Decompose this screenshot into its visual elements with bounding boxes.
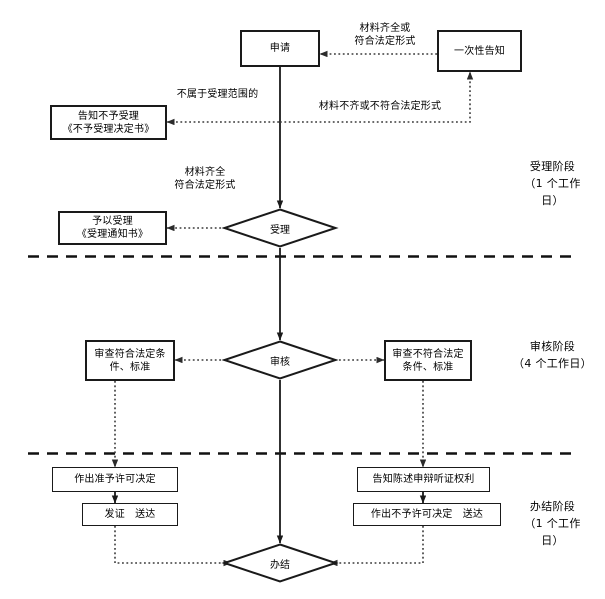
node-review-pass[interactable]: 审查符合法定条 件、标准 [85,340,175,381]
edge-issue-to-finish [114,526,232,567]
edge-label-materials-incomplete: 材料不齐或不符合法定形式 [318,101,442,112]
node-acceptance-decision[interactable]: 受理 [221,208,339,248]
node-permit-approved[interactable]: 作出准予许可决定 [52,467,178,492]
stage-completion-duration: （1 个工作 日） [524,517,581,547]
node-apply-label: 申请 [269,43,291,54]
node-notify-no-acceptance-label: 告知不予受理 《不予受理决定书》 [62,110,155,135]
node-review-decision[interactable]: 审核 [221,340,339,380]
stage-label-acceptance: 受理阶段 （1 个工作 日） [510,158,595,209]
node-grant-acceptance-label: 予以受理 《受理通知书》 [76,216,149,240]
node-notify-hearing-rights[interactable]: 告知陈述申辩听证权利 [357,467,490,492]
edge-permitno-to-finish [329,526,424,567]
node-issue-deliver-label: 发证 送达 [104,509,156,520]
stage-review-name: 审核阶段 [529,340,576,353]
node-review-fail[interactable]: 审查不符合法定 条件、标准 [384,340,472,381]
node-apply[interactable]: 申请 [240,30,320,67]
stage-completion-name: 办结阶段 [529,500,576,513]
node-review-fail-label: 审查不符合法定 条件、标准 [392,348,464,373]
edge-bad-materials-to-onetime [280,71,474,123]
stage-review-duration: （4 个工作日） [513,357,592,370]
node-grant-acceptance[interactable]: 予以受理 《受理通知书》 [58,211,167,245]
node-one-time-notice-label: 一次性告知 [454,45,505,57]
node-review-pass-label: 审查符合法定条 件、标准 [94,348,166,373]
node-permit-denied-label: 作出不予许可决定 送达 [370,509,484,520]
node-permit-denied[interactable]: 作出不予许可决定 送达 [353,503,501,526]
stage-acceptance-duration: （1 个工作 日） [524,177,581,207]
node-completion[interactable]: 办结 [221,543,339,583]
stage-label-review: 审核阶段 （4 个工作日） [505,338,600,372]
node-issue-deliver[interactable]: 发证 送达 [82,503,178,526]
edge-label-out-of-scope: 不属于受理范围的 [176,89,259,100]
edge-label-materials-complete: 材料齐全 符合法定形式 [174,167,236,191]
edge-label-materials-complete-top: 材料齐全或 符合法定形式 [354,23,416,47]
node-permit-approved-label: 作出准予许可决定 [74,474,156,485]
node-one-time-notice[interactable]: 一次性告知 [437,30,522,72]
stage-acceptance-name: 受理阶段 [529,160,576,173]
node-notify-no-acceptance[interactable]: 告知不予受理 《不予受理决定书》 [50,105,167,140]
node-notify-hearing-rights-label: 告知陈述申辩听证权利 [372,474,475,485]
stage-label-completion: 办结阶段 （1 个工作 日） [510,498,595,549]
